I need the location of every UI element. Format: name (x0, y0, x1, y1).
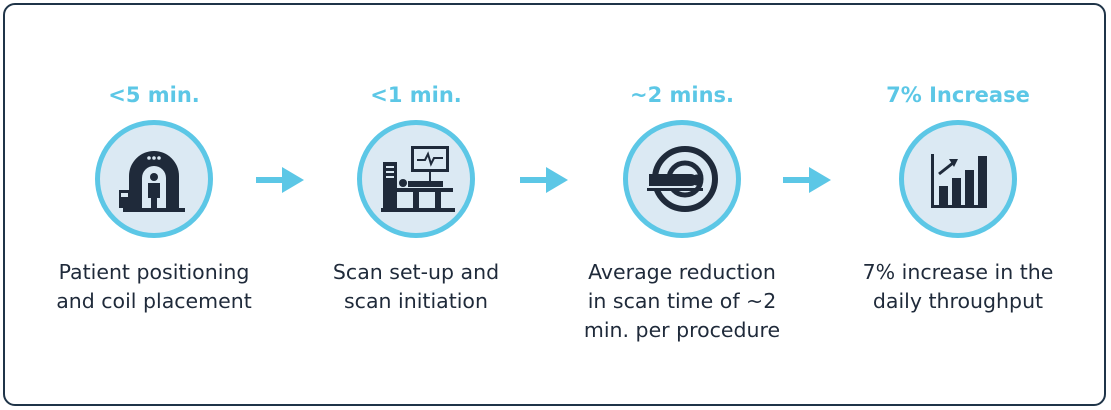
step-scan-setup: <1 min. Scan set-up and scan initiation (296, 82, 536, 316)
arrow-right-icon (783, 167, 831, 193)
step-icon-circle (357, 120, 475, 238)
step-throughput-increase: 7% Increase 7% increase in the daily thr… (838, 82, 1078, 316)
step-icon-circle (899, 120, 1017, 238)
step-description: Scan set-up and scan initiation (332, 260, 500, 313)
bar-chart-growth-icon (931, 154, 987, 208)
step-icon-circle (623, 120, 741, 238)
step-patient-positioning: <5 min. Patient positioning and coil pla… (34, 82, 274, 316)
step-metric: 7% Increase (886, 83, 1030, 107)
step-description: Average reduction in scan time of ~2 min… (583, 260, 781, 342)
step-description: 7% increase in the daily throughput (862, 260, 1054, 313)
arrow-right-icon (256, 167, 304, 193)
patient-in-bore-icon (647, 146, 718, 212)
arrow-right-icon (520, 167, 568, 193)
step-metric: <1 min. (370, 83, 462, 107)
step-metric: ~2 mins. (629, 83, 735, 107)
scanner-console-monitor-icon (381, 146, 455, 212)
step-icon-circle (95, 120, 213, 238)
step-description: Patient positioning and coil placement (56, 260, 252, 313)
step-metric: <5 min. (108, 83, 200, 107)
mri-scanner-patient-icon (119, 151, 185, 212)
step-scan-time-reduction: ~2 mins. Average reduction in scan time … (562, 82, 802, 345)
